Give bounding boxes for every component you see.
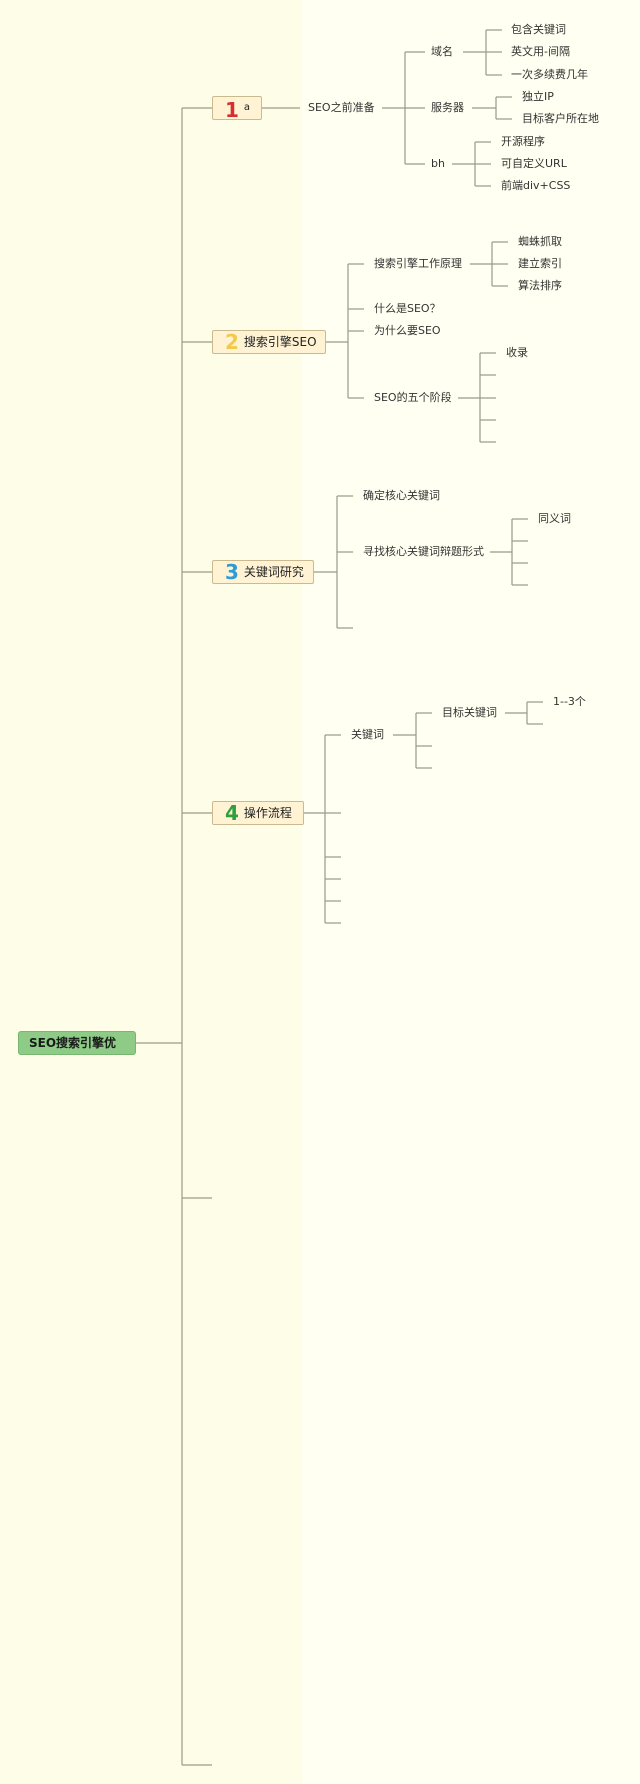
node-domain[interactable]: 域名: [431, 45, 453, 58]
node-why-seo[interactable]: 为什么要SEO: [374, 324, 441, 337]
node-bh-item[interactable]: 可自定义URL: [501, 157, 567, 170]
node-engine-item[interactable]: 算法排序: [518, 279, 562, 292]
node-server-item[interactable]: 目标客户所在地: [522, 112, 599, 125]
node-domain-item[interactable]: 英文用-间隔: [511, 45, 570, 58]
topic-number-2: 2: [225, 330, 239, 354]
node-target-count[interactable]: 1--3个: [553, 695, 586, 708]
node-seo-prep[interactable]: SEO之前准备: [308, 101, 375, 114]
root-label: SEO搜索引擎优: [29, 1036, 117, 1050]
topic-4[interactable]: 4 操作流程: [212, 801, 304, 825]
node-bh-item[interactable]: 开源程序: [501, 135, 545, 148]
node-domain-item[interactable]: 一次多续费几年: [511, 68, 588, 81]
node-engine-item[interactable]: 蜘蛛抓取: [518, 235, 562, 248]
node-stage-item[interactable]: 收录: [506, 346, 528, 359]
node-what-is-seo[interactable]: 什么是SEO？: [374, 302, 441, 315]
topic-number-1: 1: [225, 98, 239, 122]
topic-number-4: 4: [225, 801, 239, 825]
node-target-keyword[interactable]: 目标关键词: [442, 706, 497, 719]
topic-2[interactable]: 2 搜索引擎SEO: [212, 330, 326, 354]
node-server-item[interactable]: 独立IP: [522, 90, 554, 103]
node-keyword[interactable]: 关键词: [351, 728, 384, 741]
node-seo-stages[interactable]: SEO的五个阶段: [374, 391, 452, 404]
node-domain-item[interactable]: 包含关键词: [511, 23, 566, 36]
node-engine-item[interactable]: 建立索引: [518, 257, 562, 270]
background-stripe: [302, 0, 640, 1784]
node-bh-item[interactable]: 前端div+CSS: [501, 179, 571, 192]
node-core-keyword[interactable]: 确定核心关键词: [363, 489, 440, 502]
topic-label-1: a: [243, 102, 251, 113]
node-bh[interactable]: bh: [431, 157, 445, 170]
node-engine-principle[interactable]: 搜索引擎工作原理: [374, 257, 462, 270]
topic-label-3: 关键词研究: [243, 565, 304, 579]
topic-3[interactable]: 3 关键词研究: [212, 560, 314, 584]
node-find-keyword-forms[interactable]: 寻找核心关键词辩题形式: [363, 545, 484, 558]
topic-label-2: 搜索引擎SEO: [243, 335, 317, 349]
topic-label-4: 操作流程: [243, 806, 292, 820]
root-node[interactable]: SEO搜索引擎优: [18, 1031, 136, 1055]
topic-number-3: 3: [225, 560, 239, 584]
node-synonym[interactable]: 同义词: [538, 512, 571, 525]
node-server[interactable]: 服务器: [431, 101, 464, 114]
